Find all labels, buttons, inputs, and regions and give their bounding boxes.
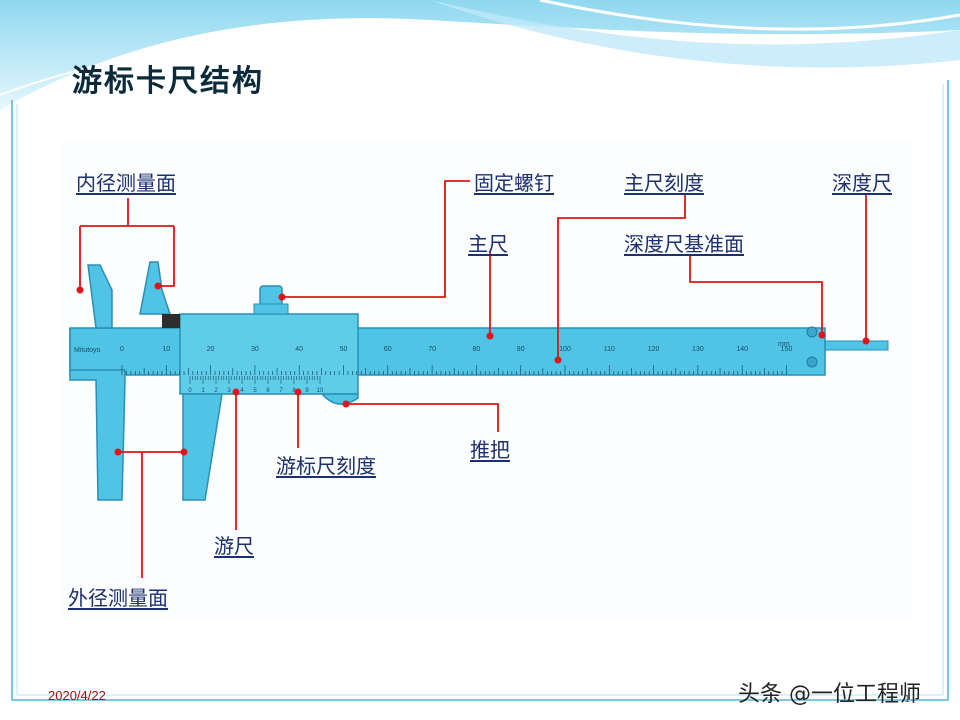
main-scale-number: 100 <box>559 346 571 353</box>
page-number: 1 <box>904 694 911 705</box>
leader-dots <box>76 282 870 456</box>
movable-outer-jaw <box>182 393 223 501</box>
vernier-scale-number: 3 <box>227 388 231 394</box>
vernier-scale-number: 4 <box>240 388 244 394</box>
label-main-scale: 主尺 <box>468 232 508 256</box>
main-scale-number: 80 <box>473 346 481 353</box>
main-scale-number: 70 <box>428 346 436 353</box>
label-outer-measuring-face: 外径测量面 <box>68 586 168 610</box>
fixed-inner-jaw <box>87 264 113 329</box>
depth-rod <box>819 340 889 351</box>
brand-logo: Mitutoyo <box>74 347 101 354</box>
main-scale-number: 140 <box>736 346 748 353</box>
leader-lines <box>79 180 867 578</box>
main-scale-number: 110 <box>604 346 615 353</box>
movable-inner-jaw <box>139 261 172 315</box>
main-scale-numbers: 0 10 20 30 40 50 60 70 80 90 100 110 120 130 140 150 <box>120 346 792 353</box>
label-thumb-push: 推把 <box>470 438 510 462</box>
fixed-outer-jaw <box>69 328 126 501</box>
unit-label: mm <box>778 341 790 348</box>
main-scale-number: 130 <box>692 346 704 353</box>
label-main-scale-graduation: 主尺刻度 <box>624 171 704 195</box>
main-scale-number: 120 <box>648 346 660 353</box>
vernier-scale-number: 7 <box>279 388 283 394</box>
vernier-scale-number: 1 <box>201 388 205 394</box>
vernier-scale-ticks <box>189 376 321 384</box>
main-scale-number: 150 <box>781 346 793 353</box>
vernier-scale-number: 8 <box>292 388 296 394</box>
vernier-slider <box>179 313 359 395</box>
main-scale-number: 60 <box>384 346 392 353</box>
vernier-scale-number: 0 <box>188 388 192 394</box>
main-scale-number: 30 <box>251 346 259 353</box>
vernier-scale-numbers: 0 1 2 3 4 5 6 7 8 9 10 <box>188 388 324 394</box>
main-scale-ticks <box>121 365 787 375</box>
vernier-scale-number: 9 <box>305 388 309 394</box>
watermark: 头条 @一位工程师 <box>738 682 921 707</box>
main-scale-number: 90 <box>517 346 525 353</box>
label-vernier-graduation: 游标尺刻度 <box>276 454 376 478</box>
label-depth-reference-face: 深度尺基准面 <box>624 232 744 256</box>
vernier-scale-number: 5 <box>253 388 257 394</box>
label-inner-measuring-face: 内径测量面 <box>76 171 176 195</box>
main-scale-number: 40 <box>295 346 303 353</box>
main-scale-number: 50 <box>340 346 348 353</box>
label-fixed-screw: 固定螺钉 <box>474 171 554 195</box>
label-vernier: 游尺 <box>214 534 254 558</box>
label-depth-rod: 深度尺 <box>832 171 892 195</box>
thumb-push <box>320 393 359 405</box>
vernier-scale-number: 6 <box>266 388 270 394</box>
footer-date: 2020/4/22 <box>48 688 106 703</box>
main-scale-number: 0 <box>120 346 124 353</box>
main-scale-number: 10 <box>162 346 170 353</box>
slide-title: 游标卡尺结构 <box>72 64 264 99</box>
main-scale-number: 20 <box>207 346 215 353</box>
vernier-scale-number: 10 <box>317 388 324 394</box>
vernier-scale-number: 2 <box>214 388 218 394</box>
